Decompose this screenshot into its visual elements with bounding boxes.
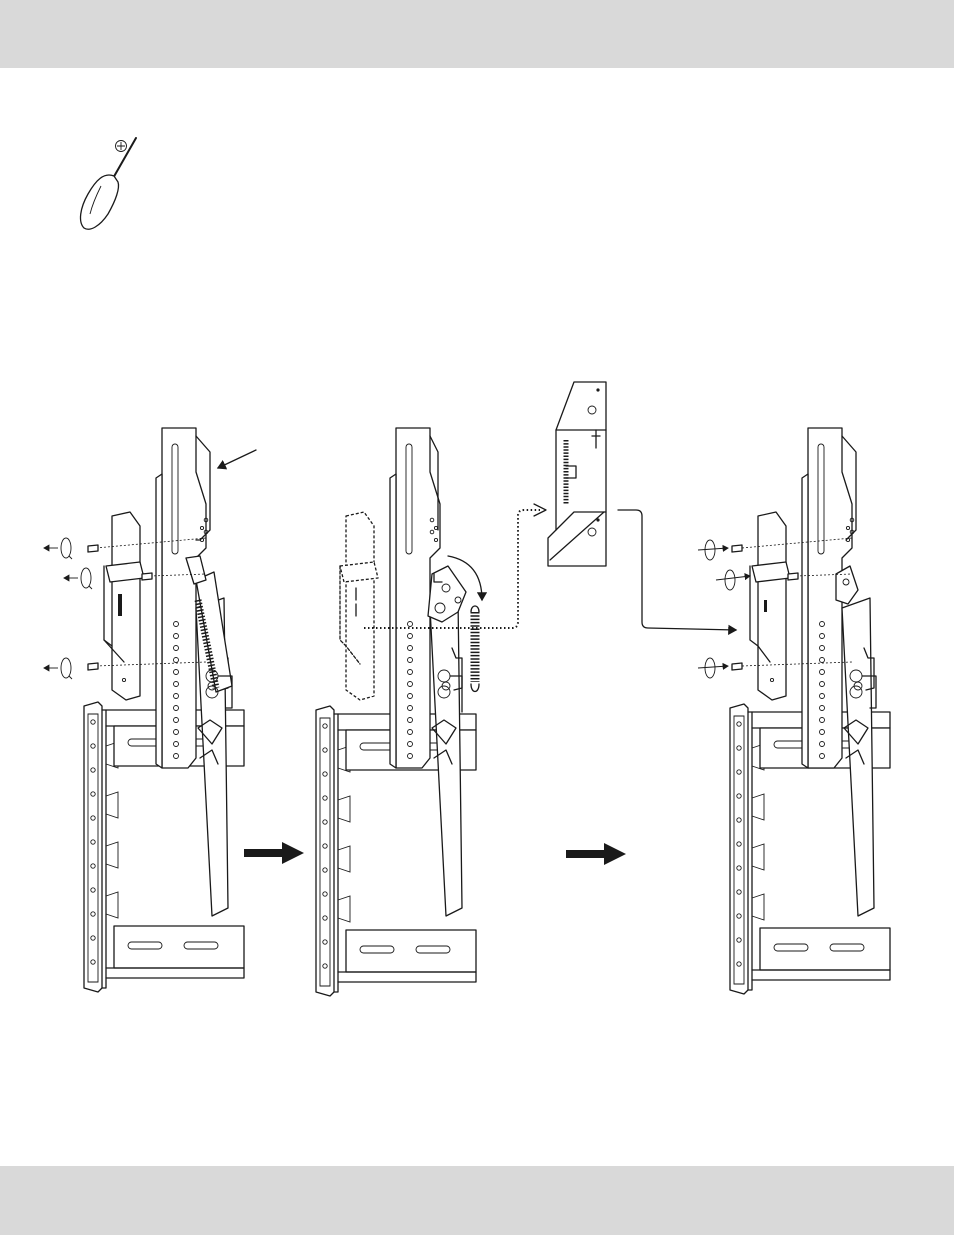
step-3-spring-detail [548,382,736,630]
arm-plate [390,428,462,916]
spring [471,606,479,692]
spring-bracket [548,382,606,566]
step-arrow-icon [244,842,304,864]
rotate-arrow-icon [44,538,72,559]
rotate-arrow-icon [716,570,750,590]
rotate-arrow-icon [64,568,92,589]
arm-plate [802,428,874,916]
slider-bracket [112,512,140,700]
rotate-arrow-icon [698,658,728,678]
step-4-reinstall-bracket [698,428,890,994]
step-arrow-icon [566,843,626,865]
step-2-remove-spring [316,428,546,996]
rotate-arrow-icon [698,540,728,560]
rotate-arrow-icon [44,658,72,679]
slider-bracket [758,512,786,700]
step-1-remove-bracket-screws [44,428,256,992]
screwdriver-icon [81,138,136,229]
